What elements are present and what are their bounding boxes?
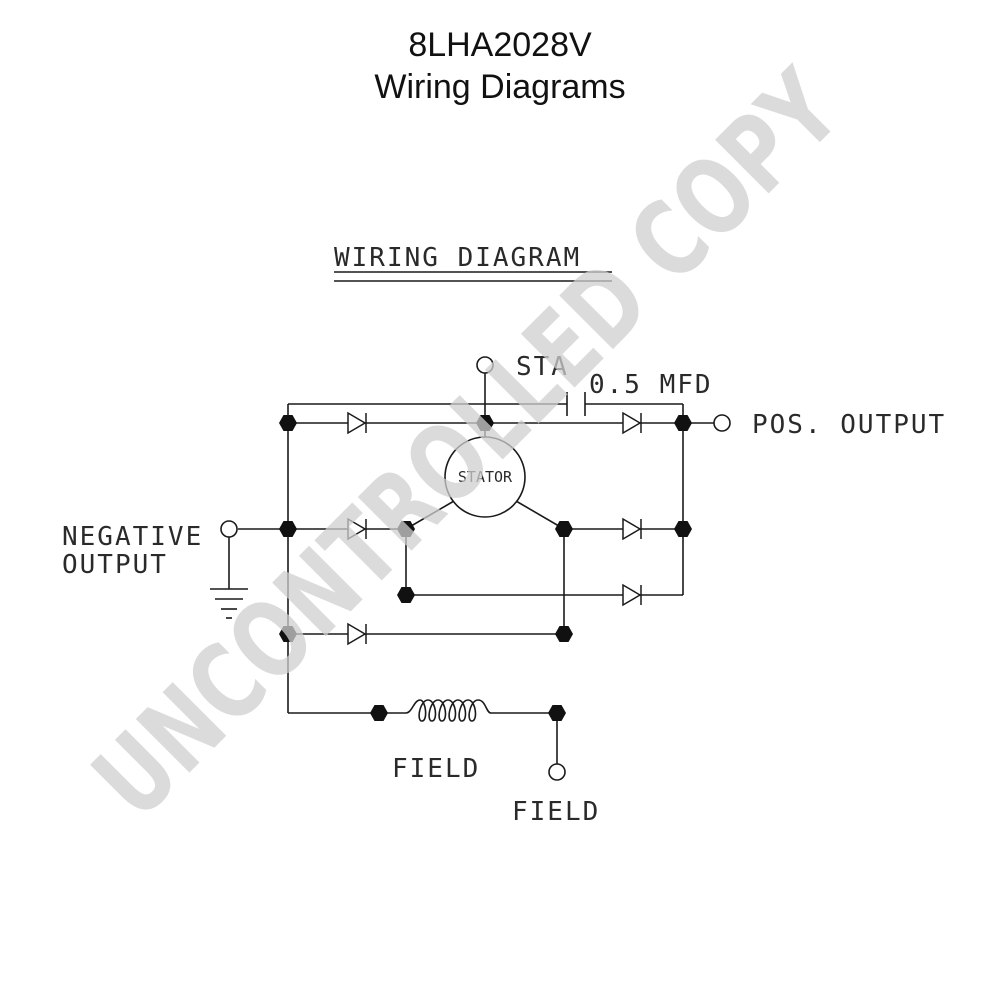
stator-label: STATOR	[458, 468, 513, 486]
field-terminal	[548, 763, 566, 781]
watermark: UNCONTROLLED COPY	[70, 47, 864, 841]
junction-node	[370, 705, 388, 721]
field-terminal-label: FIELD	[512, 797, 600, 827]
page-subtitle: Wiring Diagrams	[374, 68, 626, 106]
capacitor-label: 0.5 MFD	[589, 370, 713, 400]
junction-node	[555, 626, 573, 642]
capacitor-icon	[566, 392, 586, 416]
diode-icon	[622, 517, 642, 541]
diode-icon	[622, 583, 642, 607]
junction-node	[674, 415, 692, 431]
stator-icon: STATOR	[444, 436, 526, 518]
junction-node	[674, 521, 692, 537]
pos-output-label: POS. OUTPUT	[752, 410, 946, 440]
diode-icon	[347, 622, 367, 646]
diode-icon	[347, 517, 367, 541]
field-coil-label: FIELD	[392, 754, 480, 784]
diode-icon	[347, 411, 367, 435]
sta-terminal	[476, 356, 494, 374]
negative-output-terminal	[220, 520, 238, 538]
field-coil-icon	[405, 699, 492, 722]
junction-node	[279, 415, 297, 431]
diode-icon	[622, 411, 642, 435]
output-label: OUTPUT	[62, 550, 168, 580]
wires	[210, 372, 714, 764]
negative-label: NEGATIVE	[62, 522, 203, 552]
pos-output-terminal	[713, 414, 731, 432]
junction-node	[555, 521, 573, 537]
junction-node	[548, 705, 566, 721]
diagram-heading: WIRING DIAGRAM	[334, 243, 581, 273]
sta-label: STA	[516, 352, 569, 382]
model-title: 8LHA2028V	[408, 26, 592, 64]
